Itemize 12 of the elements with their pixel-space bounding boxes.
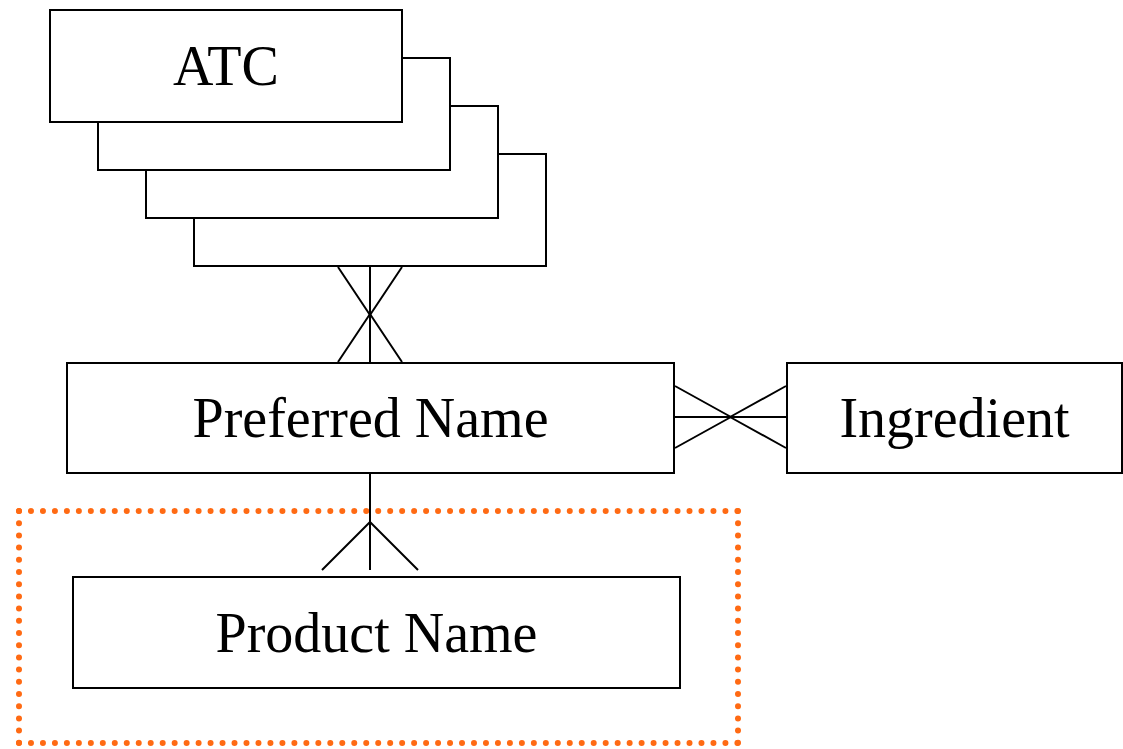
entity-name: Product Name bbox=[215, 600, 538, 665]
entity-box bbox=[786, 362, 1123, 474]
entity-name: Preferred Name bbox=[192, 386, 549, 450]
relationship-line bbox=[321, 473, 419, 571]
entity-name: Ingredient bbox=[839, 386, 1070, 450]
highlight-frame bbox=[16, 508, 741, 746]
relationship-line bbox=[674, 385, 787, 449]
entity-box bbox=[66, 362, 675, 474]
stacked-entity-box bbox=[49, 9, 548, 267]
entity-name: ATC bbox=[172, 34, 280, 99]
relationship-line bbox=[337, 266, 403, 363]
entity-box bbox=[72, 576, 681, 689]
